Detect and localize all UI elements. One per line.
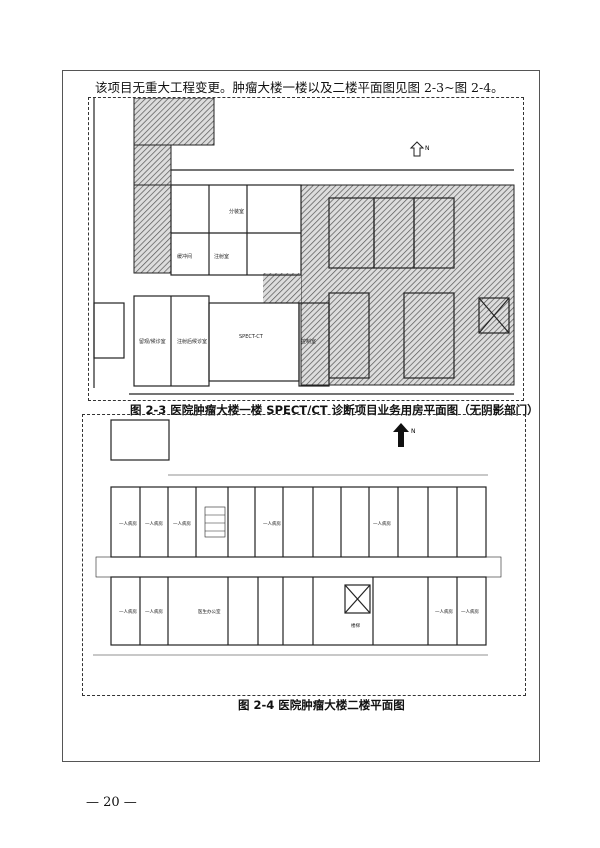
room-label: 分装室 [229,208,244,215]
room-label: 注射室 [214,253,229,260]
room-label: 一人病房 [435,608,453,615]
room-label: 医生办公室 [198,608,221,615]
figure-2-4-caption: 图 2-4 医院肿瘤大楼二楼平面图 [238,698,405,712]
room-label: 注射后候诊室 [177,338,207,345]
room-label: SPECT-CT [239,334,264,340]
page-number: — 20 — [86,795,137,810]
room-label: 一人病房 [263,520,281,527]
figure-2-4-floor-plan: 一人病房 一人病房 一人病房 一人病房 一人病房 一人病房 一人病房 医生办公室… [82,414,526,696]
room-label: 一人病房 [173,520,191,527]
svg-text:N: N [425,145,430,152]
room-label: 缓冲间 [177,253,192,260]
room-label: 一人病房 [373,520,391,527]
figure-2-3-caption: 图 2-3 医院肿瘤大楼一楼 SPECT/CT 诊断项目业务用房平面图（无阴影部… [130,403,539,417]
room-label: 一人病房 [461,608,479,615]
room-label: 一人病房 [145,520,163,527]
walls [93,98,514,395]
room-label: 一人病房 [119,520,137,527]
room-label: 楼梯 [351,622,360,629]
room-label: 留观/候诊室 [139,338,166,345]
figure-2-3-floor-plan: 分装室 缓冲间 注射室 留观/候诊室 注射后候诊室 SPECT-CT 控制室 N [88,97,524,401]
page-border [62,70,540,762]
walls [93,419,502,656]
north-arrow: N [409,141,430,157]
north-arrow: N [393,423,416,447]
room-label: 一人病房 [145,608,163,615]
room-label: 一人病房 [119,608,137,615]
room-label: 控制室 [301,338,316,345]
svg-text:N: N [411,428,416,435]
intro-paragraph: 该项目无重大工程变更。肿瘤大楼一楼以及二楼平面图见图 2-3~图 2-4。 [95,80,504,95]
shaded-areas [133,97,515,386]
